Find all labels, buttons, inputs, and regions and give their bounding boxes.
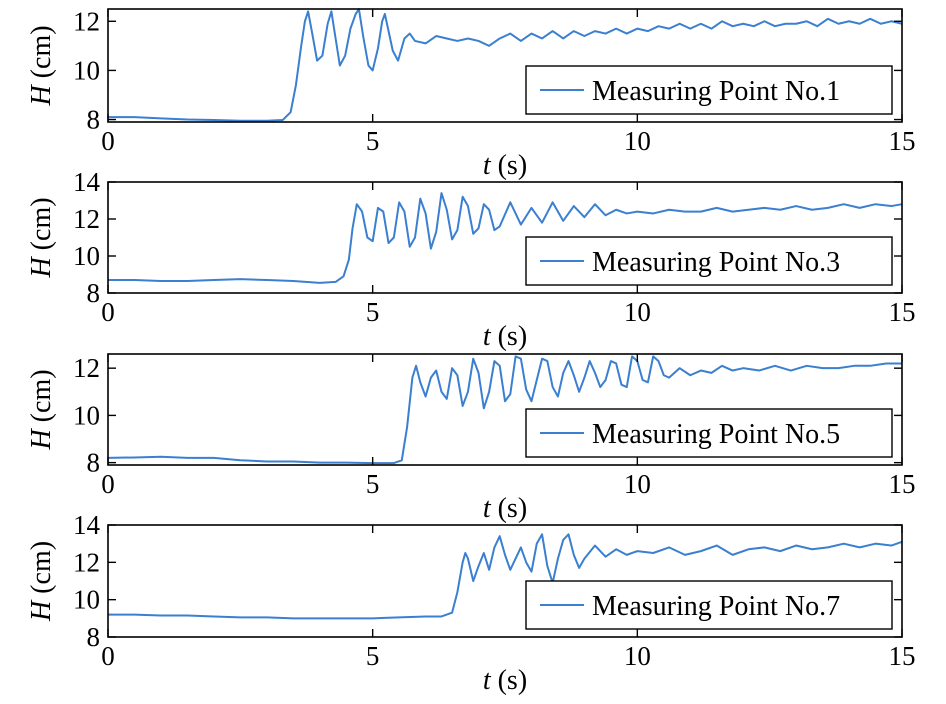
x-tick-label: 15 (889, 126, 916, 156)
y-axis-label: H (cm) (26, 541, 57, 622)
y-tick-label: 8 (87, 278, 101, 308)
legend-label: Measuring Point No.1 (592, 76, 840, 107)
y-tick-label: 8 (87, 105, 101, 135)
panel-3: 0 5 10 15 8 10 12 t (s) H (cm) Measuring Point No… (26, 353, 916, 524)
y-tick-label: 8 (87, 622, 101, 652)
legend-box (525, 236, 893, 286)
y-tick-label: 10 (73, 585, 100, 615)
y-tick-label: 12 (73, 547, 100, 577)
panel-4: 0 5 10 15 8 10 12 14 t (s) H (cm) Measuring Point … (26, 510, 916, 696)
panel-1: 0 5 10 15 8 10 12 t (s) H (cm) Measuring Point No… (26, 6, 916, 181)
x-axis-variable: t (483, 493, 492, 524)
x-tick-label: 0 (101, 641, 115, 671)
x-tick-label: 10 (624, 469, 651, 499)
x-axis-unit: (s) (491, 493, 528, 524)
x-axis-variable: t (483, 321, 492, 352)
series-line (108, 8, 903, 122)
x-axis-label: t (s) (483, 321, 527, 352)
legend-box (525, 580, 893, 630)
x-axis-variable: t (483, 150, 492, 181)
y-axis-label: H (cm) (26, 369, 57, 450)
x-tick-label: 15 (889, 469, 916, 499)
legend-label: Measuring Point No.5 (592, 419, 840, 450)
y-tick-label: 10 (73, 55, 100, 85)
series-line (107, 355, 902, 465)
y-axis-unit: (cm) (26, 369, 57, 429)
x-axis-label: t (s) (483, 150, 527, 181)
x-axis-unit: (s) (491, 321, 528, 352)
y-axis-unit: (cm) (26, 25, 57, 85)
x-tick-label: 5 (366, 469, 380, 499)
legend-label: Measuring Point No.3 (592, 247, 840, 278)
x-tick-label: 0 (101, 469, 115, 499)
y-axis-unit: (cm) (26, 541, 57, 601)
x-tick-label: 0 (101, 297, 115, 327)
y-tick-label: 12 (73, 353, 100, 383)
y-tick-label: 8 (87, 448, 101, 478)
x-tick-label: 10 (624, 297, 651, 327)
y-axis-label: H (cm) (26, 25, 57, 106)
legend: Measuring Point No.3 (525, 236, 893, 286)
legend: Measuring Point No.5 (525, 408, 893, 458)
x-axis-variable: t (483, 665, 492, 696)
y-axis-label: H (cm) (26, 197, 57, 278)
x-axis-unit: (s) (491, 150, 528, 181)
y-axis-unit: (cm) (26, 197, 57, 257)
x-tick-label: 10 (624, 126, 651, 156)
y-tick-label: 14 (73, 510, 101, 540)
axes-box (107, 524, 903, 638)
y-tick-label: 10 (73, 241, 100, 271)
x-tick-label: 15 (889, 297, 916, 327)
y-tick-label: 12 (73, 204, 100, 234)
y-axis-variable: H (26, 599, 57, 622)
y-tick-label: 14 (73, 167, 101, 197)
legend-box (525, 65, 893, 115)
x-tick-label: 10 (624, 641, 651, 671)
y-axis-variable: H (26, 256, 57, 279)
series-line (108, 533, 903, 620)
legend-box (525, 408, 893, 458)
legend-label: Measuring Point No.7 (592, 591, 840, 622)
x-tick-label: 5 (366, 641, 380, 671)
axes-box (107, 181, 903, 294)
y-axis-variable: H (26, 428, 57, 451)
x-tick-label: 15 (889, 641, 916, 671)
y-tick-label: 12 (73, 6, 100, 36)
axes-box (107, 353, 903, 466)
legend: Measuring Point No.7 (525, 580, 893, 630)
x-tick-label: 5 (366, 126, 380, 156)
x-axis-label: t (s) (483, 493, 527, 524)
axes-box (107, 8, 903, 123)
y-axis-variable: H (26, 84, 57, 107)
panel-2: 0 5 10 15 8 10 12 14 t (s) H (cm) Measuring Point … (26, 167, 916, 352)
y-tick-label: 10 (73, 400, 100, 430)
x-axis-label: t (s) (483, 665, 527, 696)
legend: Measuring Point No.1 (525, 65, 893, 115)
x-tick-label: 5 (366, 297, 380, 327)
x-tick-label: 0 (101, 126, 115, 156)
series-line (108, 192, 903, 284)
x-axis-unit: (s) (491, 665, 528, 696)
